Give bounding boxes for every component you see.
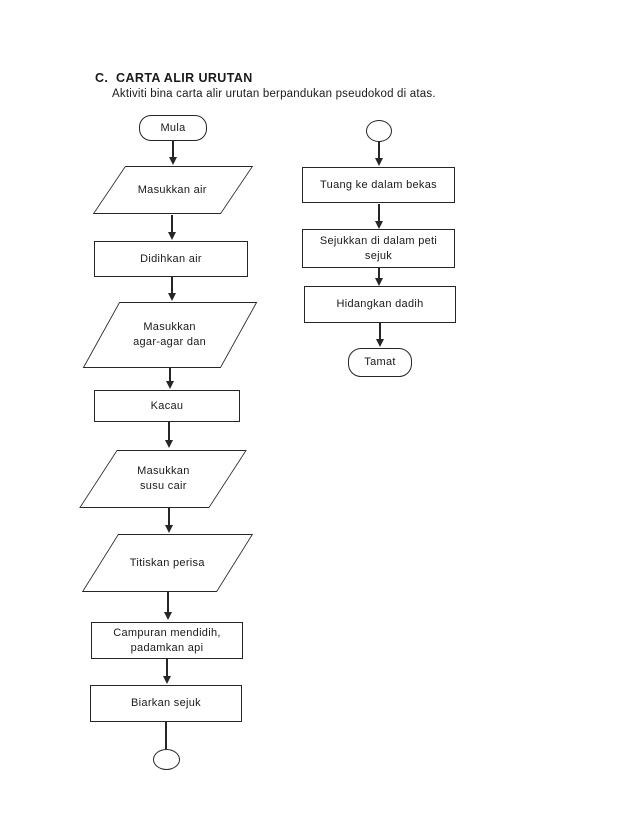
- arrow-titiskan-to-campuran: [163, 592, 172, 620]
- process-tuang-label: Tuang ke dalam bekas: [320, 178, 437, 191]
- section-title: C. CARTA ALIR URUTAN: [95, 71, 253, 85]
- arrow-tuang-to-sejukkan: [374, 204, 383, 229]
- process-didihkan-air: Didihkan air: [94, 241, 248, 277]
- arrow-hidangkan-to-tamat: [375, 323, 384, 347]
- input-masukkan-susu: Masukkan susu cair: [79, 450, 247, 508]
- process-biarkan-sejuk: Biarkan sejuk: [90, 685, 242, 722]
- input-masukkan-agar-label: Masukkan agar-agar dan: [133, 321, 207, 348]
- process-tuang: Tuang ke dalam bekas: [302, 167, 455, 203]
- arrow-connector-to-tuang: [374, 142, 383, 166]
- input-titiskan-perisa: Titiskan perisa: [81, 534, 254, 592]
- process-hidangkan: Hidangkan dadih: [304, 286, 456, 323]
- process-sejukkan: Sejukkan di dalam peti sejuk: [302, 229, 455, 268]
- terminator-mula-label: Mula: [160, 121, 186, 134]
- process-didihkan-air-label: Didihkan air: [140, 252, 202, 265]
- terminator-tamat: Tamat: [348, 348, 412, 377]
- process-sejukkan-label: Sejukkan di dalam peti sejuk: [319, 234, 438, 262]
- terminator-tamat-label: Tamat: [364, 356, 396, 369]
- process-kacau: Kacau: [94, 390, 240, 422]
- input-masukkan-air: Masukkan air: [92, 166, 254, 214]
- arrow-didihkan-to-agar: [167, 277, 176, 301]
- input-masukkan-susu-label: Masukkan susu cair: [136, 465, 190, 492]
- process-biarkan-sejuk-label: Biarkan sejuk: [131, 697, 201, 710]
- connector-circle-end: [153, 749, 180, 770]
- process-campuran-mendidih-label: Campuran mendidih, padamkan api: [113, 626, 221, 654]
- process-kacau-label: Kacau: [150, 399, 184, 412]
- arrow-susu-to-titiskan: [164, 508, 173, 533]
- arrow-masukkan-air-to-didihkan: [167, 215, 176, 240]
- arrow-kacau-to-susu: [164, 422, 173, 448]
- section-subtitle: Aktiviti bina carta alir urutan berpandu…: [112, 88, 436, 100]
- line-biarkan-to-connector: [165, 722, 167, 749]
- input-masukkan-air-label: Masukkan air: [138, 183, 208, 196]
- arrow-campuran-to-biarkan: [162, 659, 171, 684]
- connector-circle-start: [366, 120, 392, 142]
- process-hidangkan-label: Hidangkan dadih: [336, 298, 424, 311]
- terminator-mula: Mula: [139, 115, 207, 141]
- input-titiskan-perisa-label: Titiskan perisa: [129, 556, 205, 569]
- arrow-agar-to-kacau: [165, 368, 174, 389]
- input-masukkan-agar: Masukkan agar-agar dan: [82, 302, 258, 368]
- arrow-sejukkan-to-hidangkan: [374, 268, 383, 286]
- arrow-mula-to-masukkan-air: [168, 141, 177, 165]
- process-campuran-mendidih: Campuran mendidih, padamkan api: [91, 622, 243, 659]
